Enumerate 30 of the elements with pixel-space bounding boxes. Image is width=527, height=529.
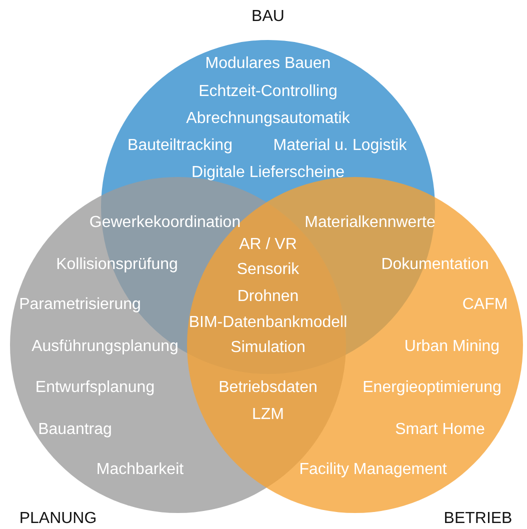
item-label: Gewerkekoordination (89, 214, 241, 232)
item-label: Simulation (230, 339, 306, 357)
item-label: LZM (252, 406, 284, 424)
item-label: Facility Management (299, 461, 447, 479)
item-label: Material u. Logistik (273, 137, 407, 155)
item-label: Dokumentation (381, 256, 489, 274)
set-heading: BAU (252, 8, 284, 26)
item-label: Kollisionsprüfung (56, 256, 178, 274)
item-label: Drohnen (237, 288, 299, 306)
item-label: Echtzeit-Controlling (198, 83, 338, 101)
item-label: Urban Mining (404, 338, 500, 356)
item-label: Bauteiltracking (128, 137, 232, 155)
item-label: Abrechnungsautomatik (186, 110, 350, 128)
item-label: Entwurfsplanung (35, 379, 155, 397)
item-label: Parametrisierung (19, 296, 141, 314)
item-label: Machbarkeit (96, 461, 184, 479)
item-label: CAFM (462, 296, 508, 314)
item-label: Digitale Lieferscheine (192, 164, 344, 182)
item-label: Ausführungsplanung (32, 338, 178, 356)
item-label: Modulares Bauen (205, 55, 331, 73)
item-label: Bauantrag (38, 421, 112, 439)
set-heading: PLANUNG (19, 510, 97, 528)
set-heading: BETRIEB (444, 510, 512, 528)
item-label: Sensorik (236, 261, 300, 279)
item-label: Smart Home (395, 421, 485, 439)
item-label: Materialkennwerte (304, 214, 436, 232)
item-label: AR / VR (239, 236, 297, 254)
item-label: Betriebsdaten (218, 379, 318, 397)
item-label: Energieoptimierung (362, 379, 502, 397)
item-label: BIM-Datenbankmodell (188, 314, 348, 332)
